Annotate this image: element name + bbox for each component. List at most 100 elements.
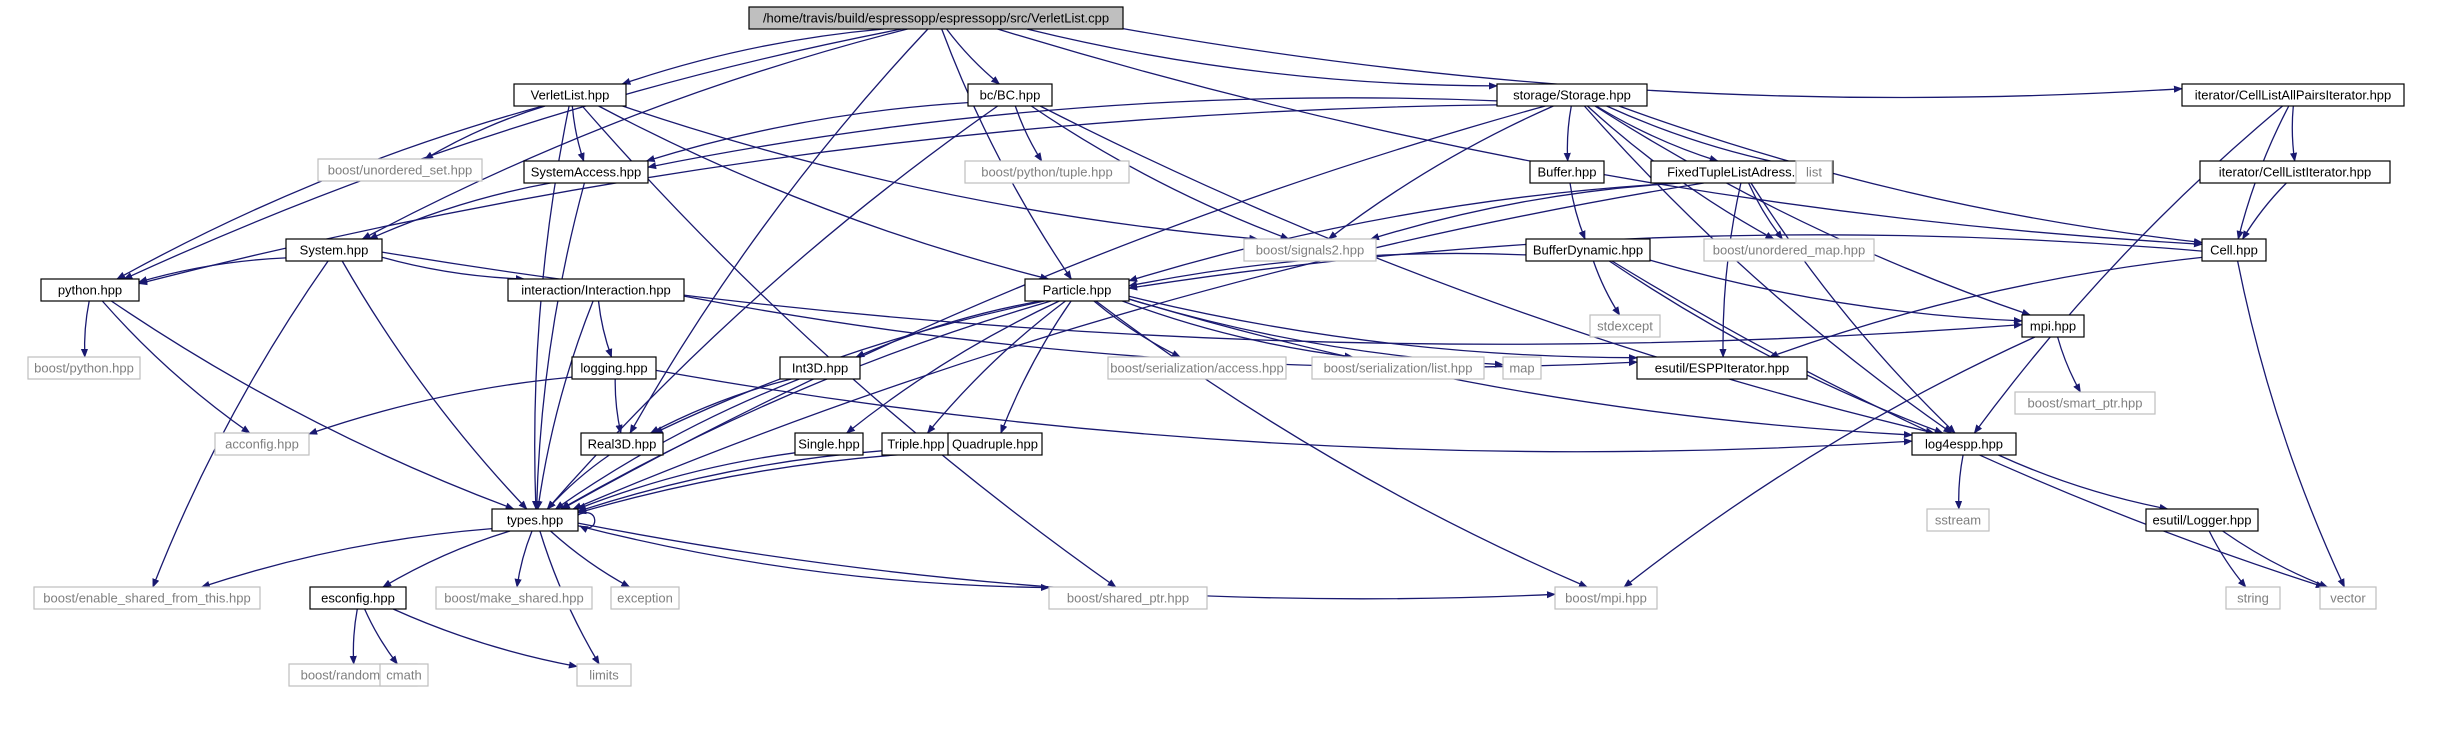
node-box — [2319, 586, 2377, 610]
node-esconfig-hpp[interactable]: esconfig.hpp — [309, 586, 407, 610]
node-particle-hpp[interactable]: Particle.hpp — [1024, 278, 1130, 302]
node-box — [1650, 160, 1834, 184]
node-real3d-hpp[interactable]: Real3D.hpp — [580, 432, 664, 456]
node-box — [964, 160, 1130, 184]
node-verletlist-hpp[interactable]: VerletList.hpp — [513, 83, 627, 107]
node-triple-hpp[interactable]: Triple.hpp — [881, 432, 951, 456]
node-box — [40, 278, 140, 302]
node-exception: exception — [610, 586, 680, 610]
node-int3d-hpp[interactable]: Int3D.hpp — [779, 356, 861, 380]
node-quadruple-hpp[interactable]: Quadruple.hpp — [947, 432, 1043, 456]
node-box — [1703, 238, 1875, 262]
edge-particle_hpp-to-types_hpp — [560, 300, 1052, 510]
node-box — [2181, 83, 2405, 107]
node-interaction-hpp[interactable]: interaction/Interaction.hpp — [507, 278, 685, 302]
node-label: cmath — [386, 668, 421, 683]
node-esppiter-hpp[interactable]: esutil/ESPPIterator.hpp — [1636, 356, 1808, 380]
node-box — [2014, 391, 2156, 415]
node-cell-hpp[interactable]: Cell.hpp — [2201, 238, 2267, 262]
edge-triple_hpp-to-types_hpp — [577, 450, 883, 513]
edge-particle_hpp-to-log4espp_hpp — [1128, 298, 1913, 439]
node-box — [214, 432, 310, 456]
node-box — [2199, 160, 2391, 184]
node-box — [2021, 314, 2085, 338]
node-ser-access: boost/serialization/access.hpp — [1107, 356, 1287, 380]
node-label: Real3D.hpp — [588, 437, 657, 452]
node-box — [513, 83, 627, 107]
node-label: list — [1806, 165, 1822, 180]
node-single-hpp[interactable]: Single.hpp — [794, 432, 864, 456]
edge-particle_hpp-to-real3d_hpp — [653, 300, 1045, 434]
node-box — [2145, 508, 2259, 532]
node-types-hpp[interactable]: types.hpp — [491, 508, 579, 532]
node-python-tuple: boost/python/tuple.hpp — [964, 160, 1130, 184]
edge-storage_hpp-to-python_hpp — [138, 104, 1498, 286]
node-cellallpairs-hpp[interactable]: iterator/CellListAllPairsIterator.hpp — [2181, 83, 2405, 107]
node-log4espp-hpp[interactable]: log4espp.hpp — [1911, 432, 2017, 456]
node-python-hpp[interactable]: python.hpp — [40, 278, 140, 302]
node-box — [967, 83, 1053, 107]
edge-cell_hpp-to-vector — [2236, 260, 2345, 588]
node-label: boost/unordered_set.hpp — [328, 163, 473, 178]
node-label: boost/random.hpp — [301, 668, 406, 683]
edge-python_hpp-to-acconfig_hpp — [101, 300, 251, 434]
edge-storage_hpp-to-mpi_hpp — [1594, 105, 2031, 316]
node-mpi-hpp[interactable]: mpi.hpp — [2021, 314, 2085, 338]
node-fixedtuple-hpp[interactable]: FixedTupleListAdress.hpp — [1650, 160, 1834, 184]
node-label: map — [1509, 361, 1534, 376]
node-bufferdyn-hpp[interactable]: BufferDynamic.hpp — [1525, 238, 1651, 262]
edge-esconfig_hpp-to-random — [349, 608, 358, 665]
node-verletlist-cpp[interactable]: /home/travis/build/espressopp/espressopp… — [748, 6, 1124, 30]
node-label: boost/python/tuple.hpp — [981, 165, 1113, 180]
edge-system_hpp-to-enable_shared — [152, 260, 329, 588]
node-label: limits — [589, 668, 619, 683]
edge-storage_hpp-to-systemaccess_hpp — [647, 97, 1498, 170]
node-bc-hpp[interactable]: bc/BC.hpp — [967, 83, 1053, 107]
node-buffer-hpp[interactable]: Buffer.hpp — [1529, 160, 1605, 184]
edge-cellallpairs_hpp-to-log4espp_hpp — [1973, 105, 2284, 434]
node-logging-hpp[interactable]: logging.hpp — [571, 356, 657, 380]
edge-verletlist_cpp-to-system_hpp — [361, 28, 908, 240]
node-label: interaction/Interaction.hpp — [521, 283, 671, 298]
file-nodes: /home/travis/build/espressopp/espressopp… — [27, 6, 2405, 687]
node-unordered-map: boost/unordered_map.hpp — [1703, 238, 1875, 262]
node-ser-list: boost/serialization/list.hpp — [1311, 356, 1485, 380]
node-label: VerletList.hpp — [531, 88, 610, 103]
node-label: bc/BC.hpp — [980, 88, 1041, 103]
edge-types_hpp-to-exception — [550, 530, 631, 588]
node-limits: limits — [576, 663, 632, 687]
node-box — [1795, 160, 1833, 184]
node-stdexcept: stdexcept — [1589, 314, 1661, 338]
node-acconfig-hpp: acconfig.hpp — [214, 432, 310, 456]
edge-verletlist_cpp-to-bc_hpp — [946, 28, 1001, 85]
edge-particle_hpp-to-int3d_hpp — [855, 300, 1041, 358]
node-label: SystemAccess.hpp — [531, 165, 642, 180]
dependency-edges — [80, 27, 2345, 669]
node-label: boost/smart_ptr.hpp — [2028, 396, 2143, 411]
node-label: /home/travis/build/espressopp/espressopp… — [763, 11, 1109, 26]
node-label: System.hpp — [300, 243, 369, 258]
edge-verletlist_cpp-to-storage_hpp — [1026, 28, 1498, 90]
edge-real3d_hpp-to-types_hpp — [546, 454, 610, 510]
node-celllistiter-hpp[interactable]: iterator/CellListIterator.hpp — [2199, 160, 2391, 184]
node-system-hpp[interactable]: System.hpp — [285, 238, 383, 262]
node-box — [1107, 356, 1287, 380]
edge-logging_hpp-to-real3d_hpp — [614, 378, 623, 434]
edge-logger_hpp-to-string — [2208, 530, 2247, 588]
edge-mpi_hpp-to-smart_ptr — [2056, 336, 2081, 393]
node-logger-hpp[interactable]: esutil/Logger.hpp — [2145, 508, 2259, 532]
node-box — [1311, 356, 1485, 380]
node-box — [1502, 356, 1542, 380]
edge-verletlist_cpp-to-python_hpp — [123, 28, 902, 280]
node-storage-hpp[interactable]: storage/Storage.hpp — [1496, 83, 1648, 107]
node-label: Single.hpp — [798, 437, 859, 452]
node-systemaccess-hpp[interactable]: SystemAccess.hpp — [523, 160, 649, 184]
edge-python_hpp-to-types_hpp — [110, 300, 515, 510]
node-label: boost/unordered_map.hpp — [1713, 243, 1866, 258]
edge-interaction_hpp-to-types_hpp — [535, 300, 594, 510]
node-string: string — [2225, 586, 2281, 610]
node-box — [1911, 432, 2017, 456]
node-label: storage/Storage.hpp — [1513, 88, 1631, 103]
edge-esconfig_hpp-to-limits — [392, 608, 578, 669]
node-box — [27, 356, 141, 380]
